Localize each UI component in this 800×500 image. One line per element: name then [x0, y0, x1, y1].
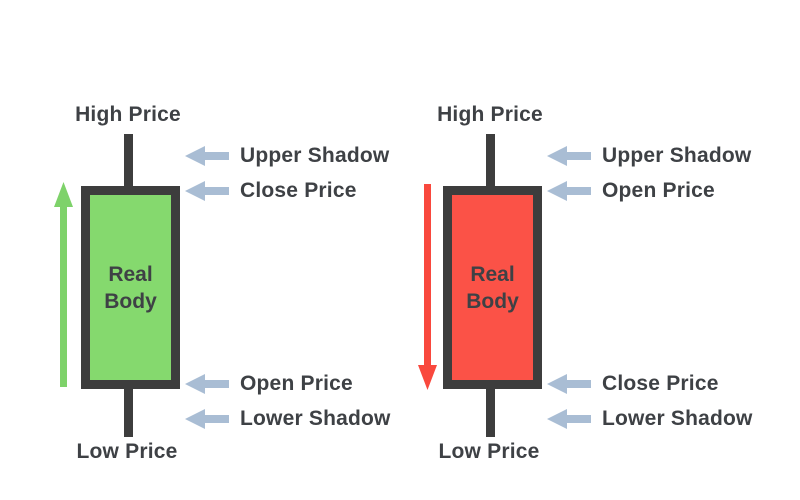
bearish-annotation-upper-shadow: Upper Shadow — [547, 144, 751, 168]
bullish-low-price-label: Low Price — [76, 440, 178, 463]
bearish-upper-wick — [486, 134, 495, 192]
bearish-annotation-lower-shadow: Lower Shadow — [547, 407, 753, 431]
bearish-real-body-label-line1: Real — [470, 262, 515, 286]
left-arrow-icon — [185, 409, 229, 429]
bullish-high-price-label: High Price — [75, 103, 181, 126]
annotation-label: Upper Shadow — [240, 144, 390, 167]
bearish-real-body: Real Body — [443, 186, 542, 389]
annotation-label: Close Price — [602, 372, 719, 395]
up-trend-arrow-icon — [53, 182, 74, 392]
bearish-lower-wick — [486, 382, 495, 437]
annotation-label: Lower Shadow — [602, 407, 753, 430]
bullish-real-body-label-line1: Real — [108, 262, 153, 286]
bullish-annotation-upper-shadow: Upper Shadow — [185, 144, 389, 168]
annotation-label: Close Price — [240, 179, 357, 202]
bearish-annotation-close-price: Close Price — [547, 372, 719, 396]
annotation-label: Upper Shadow — [602, 144, 752, 167]
annotation-label: Lower Shadow — [240, 407, 391, 430]
bearish-high-price-label: High Price — [437, 103, 543, 126]
left-arrow-icon — [185, 374, 229, 394]
left-arrow-icon — [185, 146, 229, 166]
left-arrow-icon — [547, 374, 591, 394]
bullish-upper-wick — [124, 134, 133, 192]
annotation-label: Open Price — [240, 372, 353, 395]
bearish-real-body-label-line2: Body — [466, 289, 519, 313]
left-arrow-icon — [547, 146, 591, 166]
left-arrow-icon — [547, 409, 591, 429]
bullish-annotation-open-price: Open Price — [185, 372, 353, 396]
down-trend-arrow-icon — [417, 184, 438, 395]
bullish-annotation-close-price: Close Price — [185, 179, 357, 203]
bullish-real-body: Real Body — [81, 186, 180, 389]
bullish-annotation-lower-shadow: Lower Shadow — [185, 407, 391, 431]
bullish-real-body-label-line2: Body — [104, 289, 157, 313]
bullish-lower-wick — [124, 382, 133, 437]
left-arrow-icon — [547, 181, 591, 201]
annotation-label: Open Price — [602, 179, 715, 202]
left-arrow-icon — [185, 181, 229, 201]
bearish-low-price-label: Low Price — [438, 440, 540, 463]
bearish-annotation-open-price: Open Price — [547, 179, 715, 203]
